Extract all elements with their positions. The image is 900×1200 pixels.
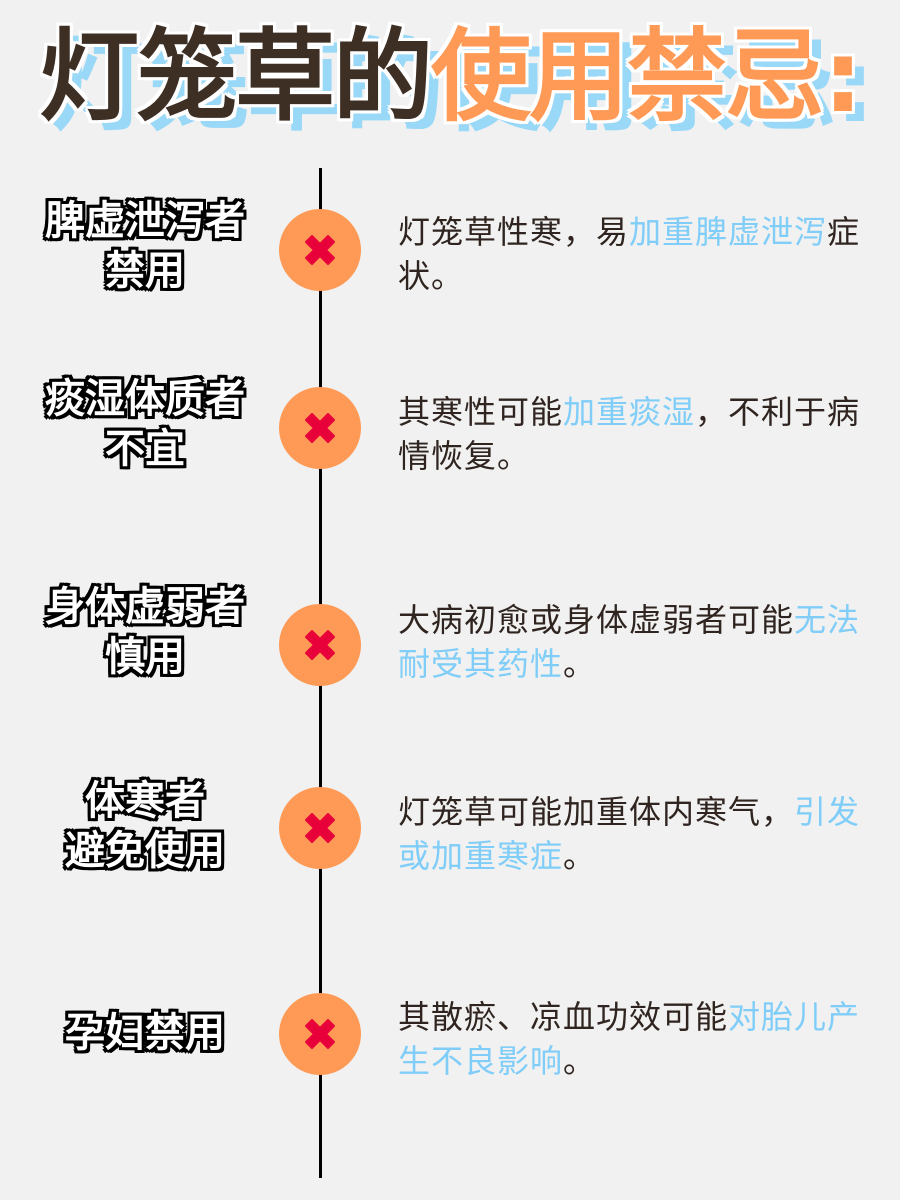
desc-text: 其散瘀、凉血功效可能 xyxy=(398,998,729,1036)
desc-text: 灯笼草可能加重体内寒气， xyxy=(398,793,795,831)
cross-icon xyxy=(305,235,335,265)
item-label-line1: 痰湿体质者 xyxy=(45,376,245,422)
desc-text: 。 xyxy=(563,1042,597,1080)
item-label-line1: 身体虚弱者 xyxy=(45,584,245,630)
item-description: 灯笼草性寒，易加重脾虚泄泻症状。 xyxy=(398,210,878,298)
desc-highlight: 引发或加重寒症 xyxy=(398,793,861,875)
cross-badge xyxy=(279,209,361,291)
desc-highlight: 加重脾虚泄泻 xyxy=(629,213,828,251)
cross-icon xyxy=(305,813,335,843)
cross-badge xyxy=(279,387,361,469)
item-label-line1: 孕妇禁用 xyxy=(65,1010,225,1056)
cross-badge xyxy=(279,993,361,1075)
desc-highlight: 对胎儿产生不良影响 xyxy=(398,998,861,1080)
page-title: 灯笼草的使用禁忌: xyxy=(0,22,900,132)
desc-text: 症状。 xyxy=(398,213,861,295)
item-description: 其寒性可能加重痰湿，不利于病情恢复。 xyxy=(398,390,878,478)
desc-highlight: 加重痰湿 xyxy=(563,393,696,431)
item-description: 其散瘀、凉血功效可能对胎儿产生不良影响。 xyxy=(398,995,878,1083)
desc-text: 。 xyxy=(563,837,597,875)
title-part-2: 使用禁忌: xyxy=(431,18,863,135)
title-part-1: 灯笼草的 xyxy=(39,18,433,135)
desc-text: ，不利于病情恢复。 xyxy=(398,393,861,475)
desc-text: 。 xyxy=(563,645,597,683)
item-label-line1: 体寒者 xyxy=(85,778,205,824)
desc-text: 其寒性可能 xyxy=(398,393,564,431)
item-label-line2: 避免使用 xyxy=(65,828,225,874)
desc-text: 大病初愈或身体虚弱者可能 xyxy=(398,601,795,639)
item-label: 体寒者 避免使用 xyxy=(10,776,280,876)
cross-icon xyxy=(305,1019,335,1049)
item-label-line2: 禁用 xyxy=(105,248,185,294)
item-label: 痰湿体质者 不宜 xyxy=(10,374,280,474)
item-label-line2: 慎用 xyxy=(105,634,185,680)
cross-badge xyxy=(279,604,361,686)
item-label: 脾虚泄泻者 禁用 xyxy=(10,196,280,296)
cross-icon xyxy=(305,413,335,443)
item-label: 身体虚弱者 慎用 xyxy=(10,582,280,682)
desc-text: 灯笼草性寒，易 xyxy=(398,213,630,251)
item-description: 灯笼草可能加重体内寒气，引发或加重寒症。 xyxy=(398,790,878,878)
item-label: 孕妇禁用 xyxy=(10,1008,280,1058)
item-description: 大病初愈或身体虚弱者可能无法耐受其药性。 xyxy=(398,598,878,686)
desc-highlight: 无法耐受其药性 xyxy=(398,601,861,683)
item-label-line2: 不宜 xyxy=(105,426,185,472)
cross-icon xyxy=(305,630,335,660)
item-label-line1: 脾虚泄泻者 xyxy=(45,198,245,244)
cross-badge xyxy=(279,787,361,869)
